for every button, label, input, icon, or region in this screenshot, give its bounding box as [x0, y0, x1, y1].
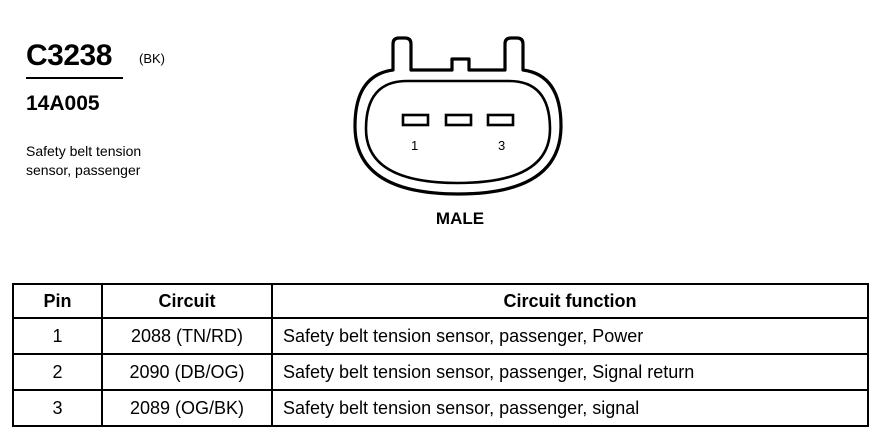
header-pin: Pin: [12, 283, 103, 319]
pin-cell: 3: [12, 389, 103, 427]
description-line-1: Safety belt tension: [26, 143, 142, 159]
circuit-cell: 2088 (TN/RD): [101, 317, 273, 355]
pin-cavity-3: [486, 113, 515, 127]
connector-inner-shroud: [364, 79, 552, 185]
pin-label-3: 3: [498, 138, 505, 153]
connector-color: (BK): [139, 51, 165, 66]
connector-housing-outline: [353, 36, 563, 196]
circuit-cell: 2090 (DB/OG): [101, 353, 273, 391]
connector-description: Safety belt tension sensor, passenger: [26, 142, 196, 180]
circuit-function-cell: Safety belt tension sensor, passenger, P…: [271, 317, 869, 355]
circuit-function-cell: Safety belt tension sensor, passenger, s…: [271, 389, 869, 427]
pin-cavity-2: [444, 113, 473, 127]
part-number: 14A005: [26, 92, 100, 115]
circuit-function-cell: Safety belt tension sensor, passenger, S…: [271, 353, 869, 391]
header-circuit-function: Circuit function: [271, 283, 869, 319]
pin-label-1: 1: [411, 138, 418, 153]
circuit-cell: 2089 (OG/BK): [101, 389, 273, 427]
table-row: 3 2089 (OG/BK) Safety belt tension senso…: [12, 389, 869, 427]
connector-face-diagram: 1 3: [353, 36, 563, 196]
table-header-row: Pin Circuit Circuit function: [12, 283, 869, 319]
header-divider: [26, 77, 123, 79]
header-circuit: Circuit: [101, 283, 273, 319]
pin-cavity-1: [401, 113, 430, 127]
pin-cell: 2: [12, 353, 103, 391]
description-line-2: sensor, passenger: [26, 162, 141, 178]
table-row: 1 2088 (TN/RD) Safety belt tension senso…: [12, 317, 869, 355]
connector-id: C3238: [26, 39, 112, 72]
connector-gender-label: MALE: [435, 209, 485, 228]
pin-cell: 1: [12, 317, 103, 355]
table-row: 2 2090 (DB/OG) Safety belt tension senso…: [12, 353, 869, 391]
pin-circuit-table: Pin Circuit Circuit function 1 2088 (TN/…: [12, 283, 869, 427]
